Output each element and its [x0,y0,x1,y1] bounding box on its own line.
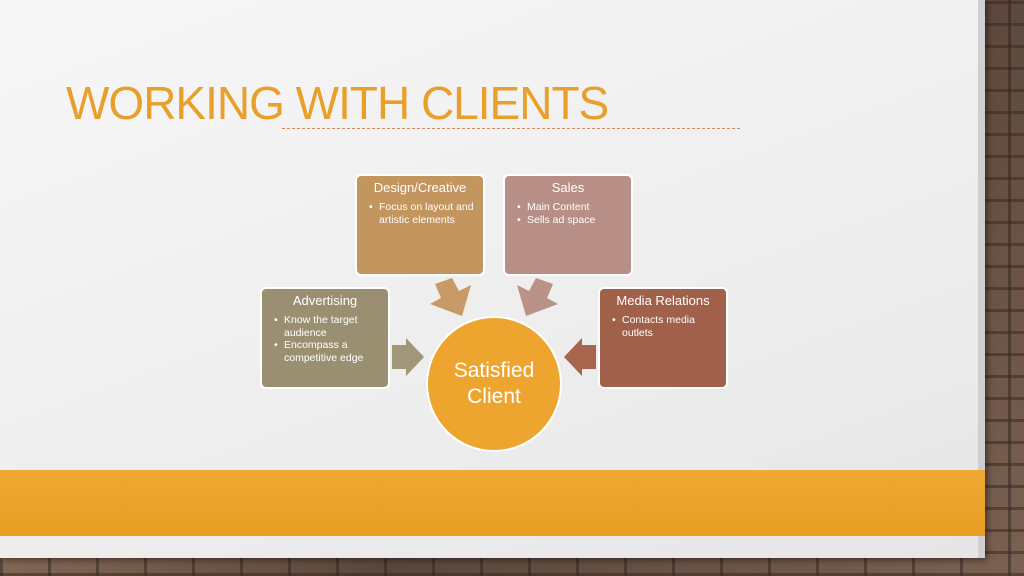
node-title: Design/Creative [373,180,467,195]
bullet: Contacts media outlets [612,314,718,339]
arrow-design-to-center [430,278,471,316]
arrow-advertising-to-center [392,338,424,376]
footer-accent-band [0,470,985,536]
bullet: Focus on layout and artistic elements [369,201,475,226]
arrow-media-to-center [564,338,596,376]
bullet: Main Content [517,201,623,214]
center-satisfied-client: Satisfied Client [426,316,562,452]
bullet: Sells ad space [517,214,623,227]
title-dashed-underline [282,128,740,129]
slide-title: WORKING WITH CLIENTS [66,77,609,129]
bullet: Know the target audience [274,314,380,339]
node-advertising: Advertising Know the target audience Enc… [260,287,390,389]
node-bullets: Main Content Sells ad space [513,201,623,226]
slide: WORKING WITH CLIENTS [0,0,985,558]
node-title: Media Relations [616,293,710,308]
node-title: Advertising [292,293,358,308]
node-bullets: Focus on layout and artistic elements [365,201,475,226]
node-media-relations: Media Relations Contacts media outlets [598,287,728,389]
bullet: Encompass a competitive edge [274,339,380,364]
node-title: Sales [551,180,585,195]
node-design-creative: Design/Creative Focus on layout and arti… [355,174,485,276]
arrow-sales-to-center [517,278,558,316]
slide-edge [978,0,985,558]
center-label: Satisfied Client [453,359,535,408]
node-bullets: Know the target audience Encompass a com… [270,314,380,364]
node-sales: Sales Main Content Sells ad space [503,174,633,276]
node-bullets: Contacts media outlets [608,314,718,339]
